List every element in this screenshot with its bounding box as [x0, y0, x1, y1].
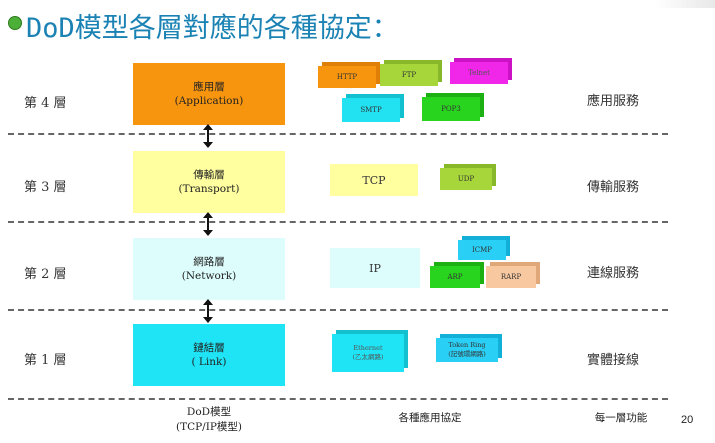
protocol-label: RARP — [486, 266, 536, 288]
footer-model-sub: (TCP/IP模型) — [175, 421, 243, 433]
protocol-en-label: Token Ring — [448, 341, 486, 349]
bullet-icon — [8, 16, 22, 30]
protocol-http: HTTP — [318, 66, 376, 88]
layer-english-name: (Application) — [174, 95, 244, 107]
layer-name: 傳輸層 — [193, 169, 225, 181]
protocol-rarp: RARP — [486, 266, 536, 288]
service-network: 連線服務 — [587, 266, 640, 281]
protocol-label: FTP — [380, 64, 438, 86]
protocol-ftp: FTP — [380, 64, 438, 86]
double-arrow-icon — [203, 212, 213, 236]
page-number: 20 — [681, 414, 694, 426]
protocol-zh-label: (乙太網路) — [352, 353, 384, 361]
protocol-label: Ethernet (乙太網路) — [332, 334, 404, 372]
separator-line — [8, 221, 668, 223]
protocol-label: IP — [330, 248, 420, 288]
separator-line — [8, 309, 668, 311]
layer-box-network: 網路層 (Network) — [133, 238, 285, 300]
protocol-token-ring: Token Ring (記號環網路) — [436, 338, 498, 362]
footer-model-name: DoD模型 — [186, 406, 232, 418]
double-arrow-icon — [203, 124, 213, 148]
layer-english-name: (Transport) — [178, 183, 240, 195]
separator-line — [8, 133, 668, 135]
double-arrow-icon — [203, 299, 213, 323]
service-transport: 傳輸服務 — [587, 180, 640, 195]
protocol-label: Telnet — [450, 62, 508, 84]
protocol-smtp: SMTP — [342, 98, 400, 122]
layer-box-link: 鏈結層 ( Link) — [133, 324, 285, 386]
protocol-icmp: ICMP — [458, 240, 506, 260]
protocol-label: HTTP — [318, 66, 376, 88]
protocol-udp: UDP — [440, 168, 492, 190]
protocol-ethernet: Ethernet (乙太網路) — [332, 334, 404, 372]
protocol-label: TCP — [330, 164, 418, 196]
protocol-zh-label: (記號環網路) — [448, 350, 486, 358]
protocol-tcp: TCP — [330, 164, 418, 196]
layer-box-application: 應用層 (Application) — [133, 63, 285, 125]
layer-english-name: (Network) — [181, 270, 237, 282]
layer-label-2: 第 2 層 — [24, 267, 67, 282]
protocol-arp: ARP — [430, 266, 480, 288]
footer-function: 每一層功能 — [594, 412, 648, 424]
service-link: 實體接線 — [587, 353, 640, 368]
layer-name: 應用層 — [193, 81, 225, 93]
layer-name: 網路層 — [193, 256, 225, 268]
protocol-ip: IP — [330, 248, 420, 288]
protocol-label: POP3 — [422, 97, 480, 121]
protocol-label: ARP — [430, 266, 480, 288]
slide-title: DoD模型各層對應的各種協定： — [26, 13, 399, 44]
layer-label-4: 第 4 層 — [24, 96, 67, 111]
protocol-label: SMTP — [342, 98, 400, 122]
layer-english-name: ( Link) — [191, 356, 227, 368]
protocol-pop3: POP3 — [422, 97, 480, 121]
separator-line — [8, 398, 668, 400]
protocol-label: ICMP — [458, 240, 506, 260]
service-application: 應用服務 — [587, 94, 640, 109]
layer-box-transport: 傳輸層 (Transport) — [133, 151, 285, 213]
protocol-en-label: Ethernet — [353, 344, 383, 352]
decor-corner — [655, 0, 715, 8]
layer-name: 鏈結層 — [193, 342, 225, 354]
footer-protocols: 各種應用協定 — [398, 412, 462, 424]
protocol-telnet: Telnet — [450, 62, 508, 84]
protocol-label: Token Ring (記號環網路) — [436, 338, 498, 362]
footer-model: DoD模型 (TCP/IP模型) — [148, 404, 270, 434]
layer-label-1: 第 1 層 — [24, 353, 67, 368]
layer-label-3: 第 3 層 — [24, 180, 67, 195]
protocol-label: UDP — [440, 168, 492, 190]
